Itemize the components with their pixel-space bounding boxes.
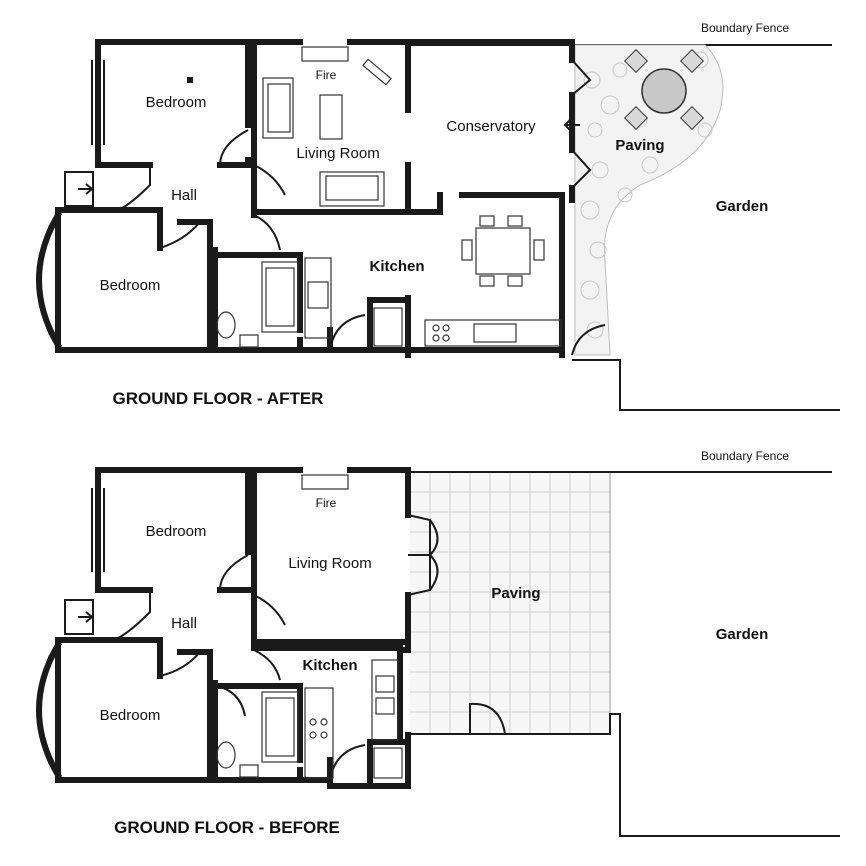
boundary-fence-label: Boundary Fence <box>701 21 789 35</box>
room-label-bedroom-front: Bedroom <box>146 94 207 111</box>
paving-grid <box>410 472 610 734</box>
area-label-garden: Garden <box>716 626 769 643</box>
garden-boundary-line <box>505 713 840 837</box>
toilet-after <box>216 311 236 339</box>
room-label-kitchen: Kitchen <box>302 657 357 674</box>
kitchen-units-before <box>371 659 399 741</box>
room-label-hall: Hall <box>171 187 197 204</box>
kitchen-side-unit <box>304 257 332 339</box>
sofa-bottom <box>319 171 385 207</box>
kitchen-units-after <box>424 319 562 347</box>
area-label-paving: Paving <box>491 585 540 602</box>
dining-table-set <box>461 215 545 287</box>
room-label-bedroom-bay: Bedroom <box>100 277 161 294</box>
plan-title-before: GROUND FLOOR - BEFORE <box>114 818 340 837</box>
room-label-bedroom-front: Bedroom <box>146 523 207 540</box>
garden-boundary-line <box>572 359 840 411</box>
sofa-left <box>262 77 294 139</box>
bathtub-after <box>261 261 299 333</box>
plan-title-after: GROUND FLOOR - AFTER <box>113 389 324 408</box>
area-label-garden: Garden <box>716 198 769 215</box>
paving-stones <box>580 51 713 339</box>
coffee-table <box>319 94 343 140</box>
toilet-before <box>216 741 236 769</box>
bathtub-before <box>261 691 299 763</box>
room-label-living-room: Living Room <box>288 555 371 572</box>
fireplace-before <box>301 474 349 490</box>
boundary-fence-label: Boundary Fence <box>701 449 789 463</box>
room-label-fire: Fire <box>316 496 337 510</box>
room-label-bedroom-bay: Bedroom <box>100 707 161 724</box>
plan-before: Bedroom Hall Bedroom Fire Living Room Ki… <box>36 449 840 837</box>
door-swing <box>117 165 151 211</box>
room-label-fire: Fire <box>316 68 337 82</box>
area-label-paving: Paving <box>615 137 664 154</box>
room-label-living-room: Living Room <box>296 145 379 162</box>
room-label-conservatory: Conservatory <box>446 118 536 135</box>
french-doors <box>407 514 431 556</box>
fireplace-after <box>301 46 349 62</box>
before-walls <box>55 467 411 789</box>
plan-after: Bedroom Hall Bedroom Fire Living Room Co… <box>36 21 840 411</box>
patio-table-set <box>623 48 705 131</box>
room-label-kitchen: Kitchen <box>369 258 424 275</box>
kitchen-sink <box>473 323 517 343</box>
room-label-hall: Hall <box>171 615 197 632</box>
